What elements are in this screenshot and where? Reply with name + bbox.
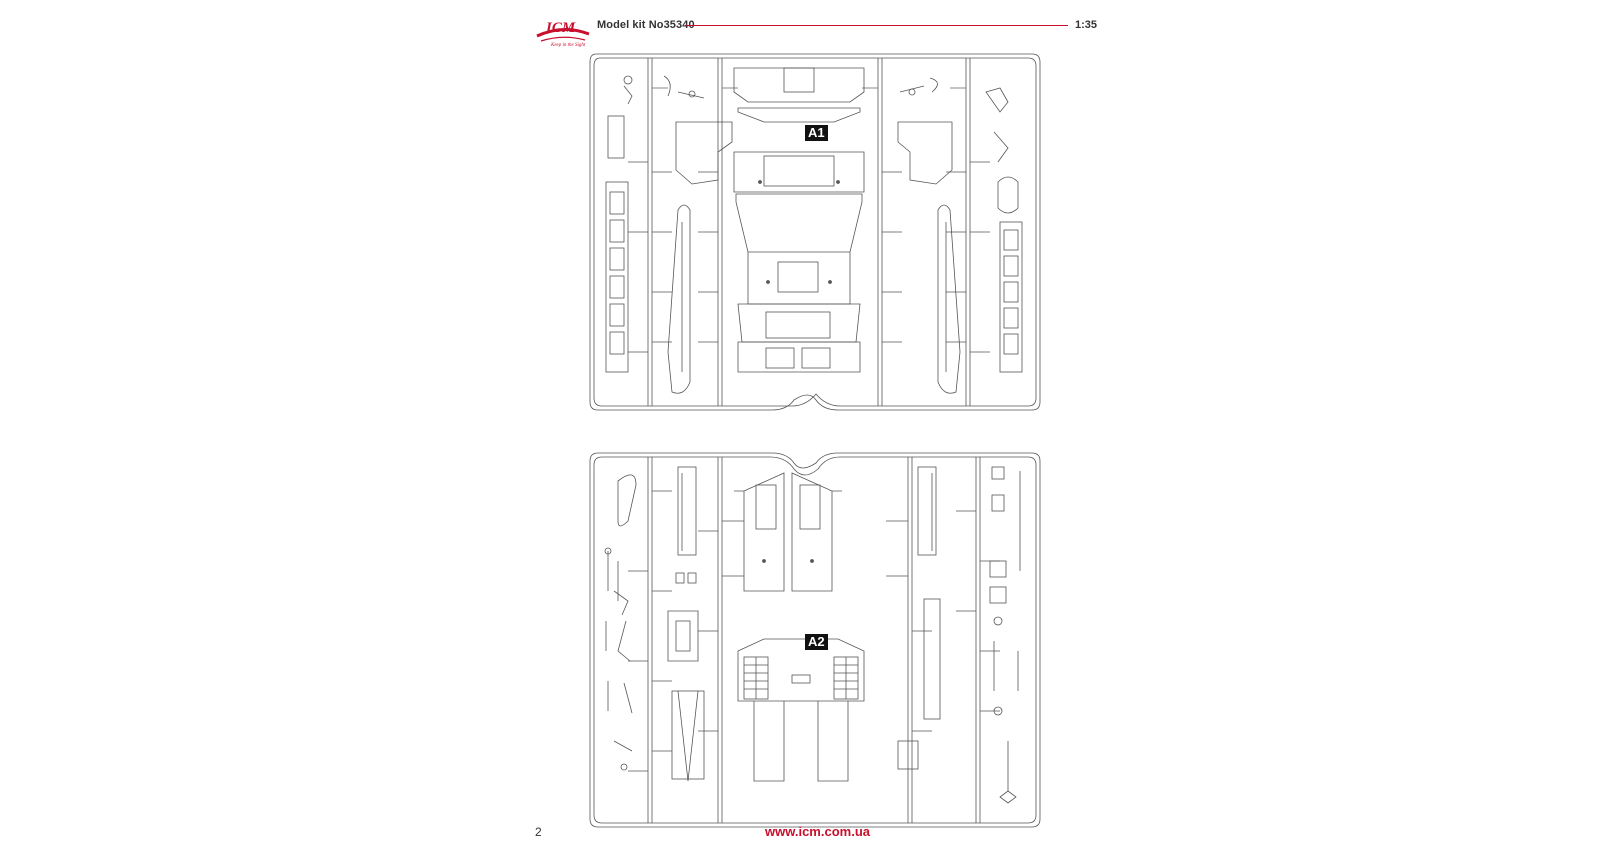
sprue-label-a2: A2 <box>805 634 828 650</box>
header-rule <box>685 25 1068 26</box>
website-link[interactable]: www.icm.com.ua <box>765 824 870 839</box>
logo-slogan: Keep in the Sight <box>550 43 586 48</box>
sprue-a1: A1 <box>588 52 1043 432</box>
page-number: 2 <box>535 825 542 839</box>
sprue-a2-drawing <box>589 452 1041 828</box>
sprue-a2: A2 <box>588 451 1043 829</box>
logo-text: ICM <box>545 20 576 36</box>
sprue-label-a1: A1 <box>805 125 828 141</box>
scale-label: 1:35 <box>1075 19 1098 31</box>
kit-title: Model kit No35340 <box>597 19 695 31</box>
sprue-a1-drawing <box>589 53 1041 411</box>
page-header: ICM Keep in the Sight Model kit No35340 … <box>533 14 1098 50</box>
icm-logo: ICM Keep in the Sight <box>536 20 590 48</box>
